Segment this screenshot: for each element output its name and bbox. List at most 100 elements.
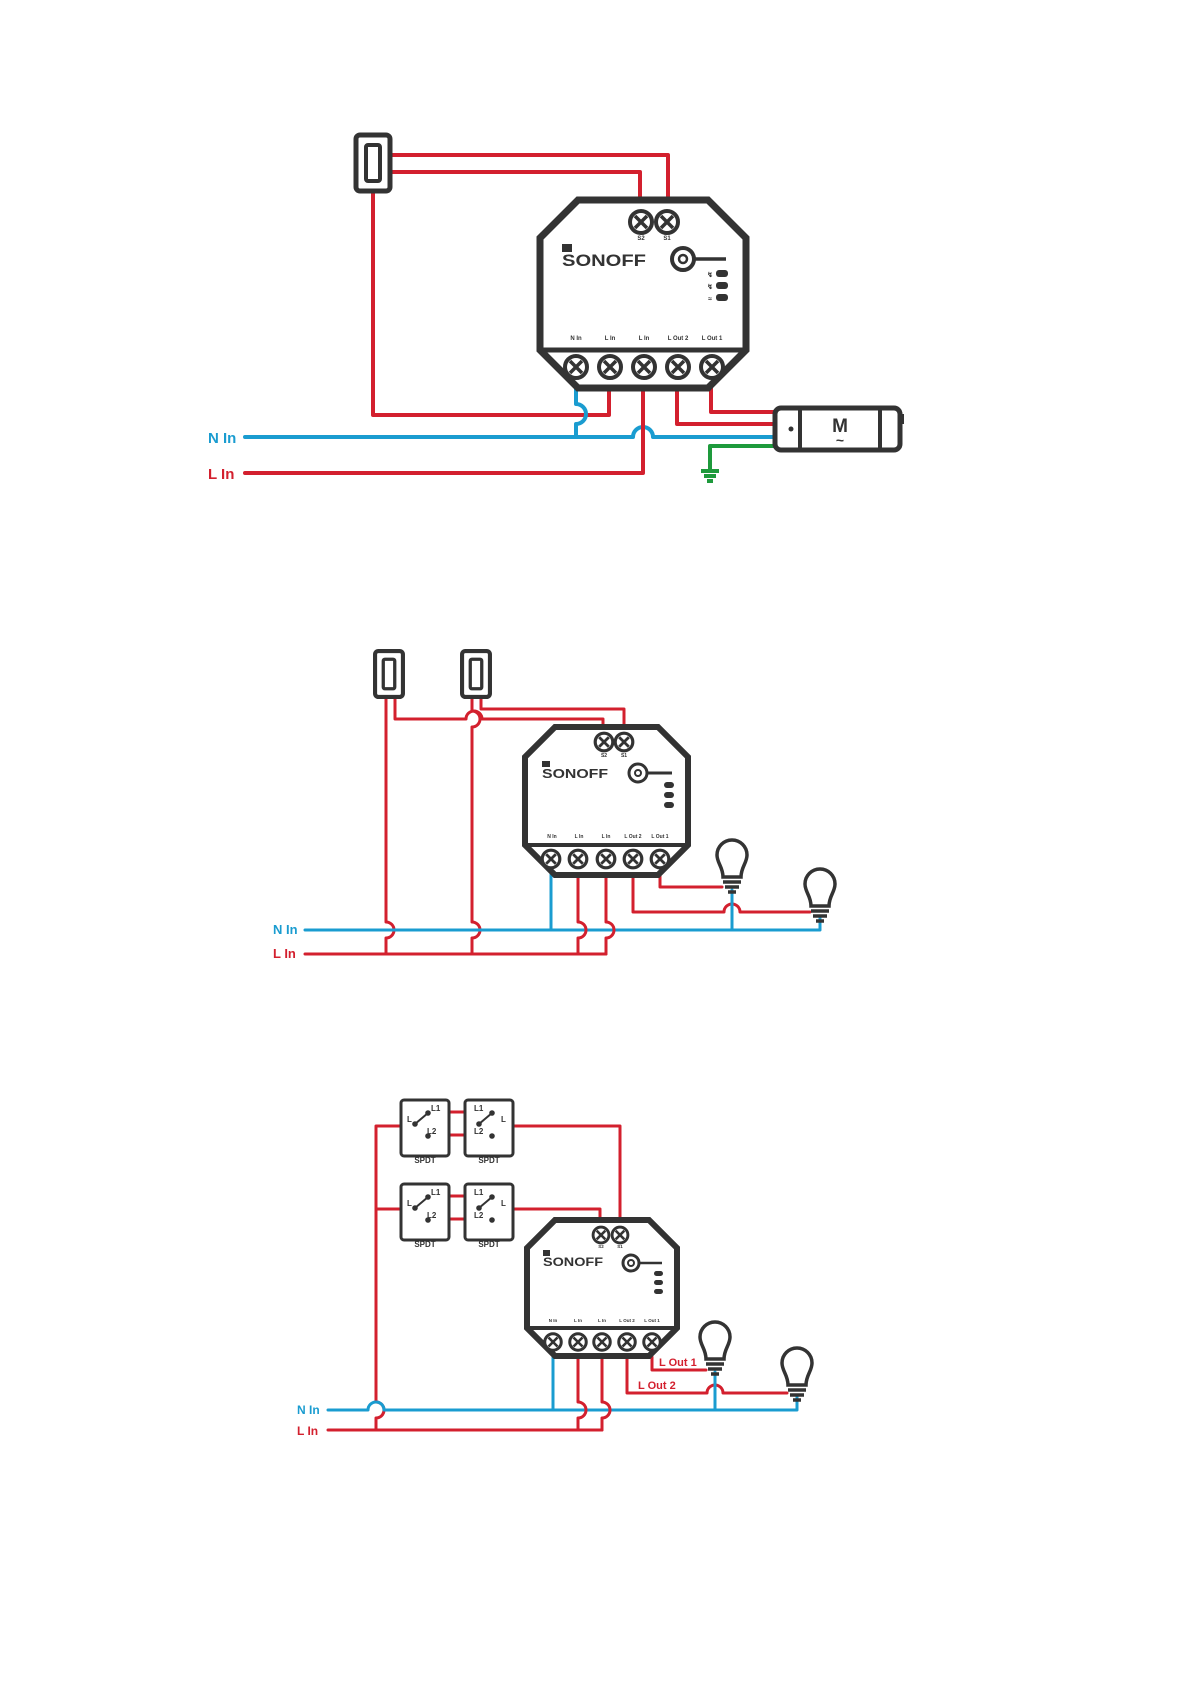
- screw-l-in-b: [597, 850, 615, 868]
- terminal-label-l-in-a: L In: [574, 1318, 582, 1323]
- svg-text:L1: L1: [474, 1104, 484, 1113]
- svg-text:L1: L1: [431, 1188, 441, 1197]
- screw-l-in-b: [594, 1334, 611, 1351]
- spdt-switch-top-left: L1 L2 L SPDT: [401, 1100, 449, 1165]
- terminal-label-s2: S2: [598, 1244, 604, 1249]
- diagram-spdt: L1 L2 L SPDT L1 L2 L SPDT L1 L2 L SPDT L…: [297, 1100, 812, 1438]
- terminal-label-l-out-2: L Out 2: [668, 336, 689, 342]
- screw-l-in-b: [633, 356, 655, 378]
- wire-l-in-b: [606, 872, 614, 954]
- bulb-1-icon: [717, 840, 747, 892]
- screw-n-in: [545, 1334, 562, 1351]
- l-in-label: L In: [297, 1424, 318, 1438]
- screw-l-out-1: [701, 356, 723, 378]
- rocker-switch-2-icon: [462, 651, 490, 697]
- screw-n-in: [565, 356, 587, 378]
- wire-earth: [710, 446, 775, 471]
- screw-n-in: [542, 850, 560, 868]
- screw-s2: [630, 211, 652, 233]
- n-in-label: N In: [208, 430, 236, 447]
- motor: M ~: [775, 408, 904, 450]
- terminal-label-n-in: N In: [549, 1318, 558, 1323]
- terminal-label-n-in: N In: [547, 834, 556, 840]
- screw-l-out-1: [651, 850, 669, 868]
- svg-text:SONOFF: SONOFF: [542, 766, 608, 781]
- n-in-label: N In: [273, 922, 298, 937]
- spdt-label: SPDT: [414, 1156, 435, 1165]
- svg-text:SONOFF: SONOFF: [543, 1255, 603, 1269]
- n-in-label: N In: [297, 1403, 320, 1417]
- svg-text:L2: L2: [474, 1211, 484, 1220]
- terminal-label-l-in-a: L In: [605, 336, 616, 342]
- spdt-switch-bottom-left: L1 L2 L SPDT: [401, 1184, 449, 1249]
- spdt-label: SPDT: [478, 1156, 499, 1165]
- status-leds: [664, 782, 674, 808]
- motor-symbol: ~: [836, 432, 844, 448]
- svg-text:L1: L1: [431, 1104, 441, 1113]
- terminal-label-l-out-1: L Out 1: [644, 1318, 660, 1323]
- bulb-1-icon: [700, 1322, 730, 1374]
- terminal-label-s2: S2: [637, 236, 645, 242]
- screw-s2: [593, 1227, 609, 1243]
- terminal-label-s1: S1: [621, 753, 627, 759]
- terminal-label-s1: S1: [663, 236, 671, 242]
- wire-spdt-top-out: [509, 1126, 620, 1227]
- terminal-label-l-in-b: L In: [598, 1318, 606, 1323]
- sonoff-device: S2 S1 SONOFF N In L In L In L Out 2 L Ou…: [525, 727, 688, 875]
- wire-neutral-bus: [328, 1397, 797, 1410]
- sonoff-device: S2 S1 SONOFF ↯ ↯ ≈ N In L In L In: [540, 200, 746, 388]
- wire-sw2-common: [472, 694, 480, 954]
- svg-text:L2: L2: [474, 1127, 484, 1136]
- wire-n-drop: [576, 385, 586, 437]
- terminal-label-n-in: N In: [570, 336, 582, 342]
- spdt-label: SPDT: [414, 1240, 435, 1249]
- spdt-label: SPDT: [478, 1240, 499, 1249]
- wire-neutral-bus: [305, 918, 820, 930]
- screw-l-in-a: [599, 356, 621, 378]
- svg-text:L1: L1: [474, 1188, 484, 1197]
- sonoff-device: S2 S1 SONOFF N In L In L In L Out 2 L Ou…: [527, 1220, 677, 1356]
- terminal-label-l-out-2: L Out 2: [624, 834, 641, 840]
- screw-l-out-2: [619, 1334, 636, 1351]
- svg-text:L2: L2: [427, 1127, 437, 1136]
- wire-live-bus: [245, 385, 643, 473]
- spdt-switch-top-right: L1 L2 L SPDT: [465, 1100, 513, 1165]
- l-in-label: L In: [208, 466, 234, 483]
- terminal-label-l-out-2: L Out 2: [619, 1318, 635, 1323]
- wire-l-in-a: [578, 1357, 586, 1430]
- earth-icon: [701, 471, 719, 481]
- screw-l-in-a: [570, 1334, 587, 1351]
- status-leds: [654, 1271, 663, 1294]
- diagram-motor: M ~ S2 S1 SONOFF ↯: [208, 135, 904, 483]
- rocker-switch-icon: [356, 135, 390, 191]
- terminal-label-l-out-1: L Out 1: [702, 336, 723, 342]
- wifi-icon: ≈: [708, 296, 712, 303]
- svg-text:L: L: [501, 1115, 506, 1124]
- power-1-icon: ↯: [707, 283, 713, 291]
- screw-l-out-2: [667, 356, 689, 378]
- svg-text:SONOFF: SONOFF: [562, 251, 646, 270]
- screw-l-out-1: [644, 1334, 661, 1351]
- screw-s2: [595, 733, 613, 751]
- wire-l-in-a: [578, 872, 586, 954]
- wire-out1-motor: [711, 385, 775, 412]
- wire-sw1-common: [386, 694, 394, 954]
- diagram-two-lights: S2 S1 SONOFF N In L In L In L Out 2 L Ou…: [273, 651, 835, 961]
- wire-out1-bulb1: [660, 872, 722, 887]
- svg-text:L2: L2: [427, 1211, 437, 1220]
- rocker-switch-1-icon: [375, 651, 403, 697]
- svg-text:L: L: [501, 1199, 506, 1208]
- screw-s1: [615, 733, 633, 751]
- terminal-label-l-out-1: L Out 1: [651, 834, 668, 840]
- svg-text:L: L: [407, 1115, 412, 1124]
- screw-s1: [612, 1227, 628, 1243]
- svg-text:L: L: [407, 1199, 412, 1208]
- screw-l-out-2: [624, 850, 642, 868]
- wire-spdt-top-left: [376, 1126, 401, 1430]
- l-out-1-label: L Out 1: [659, 1357, 697, 1369]
- terminal-label-l-in-b: L In: [639, 336, 650, 342]
- wire-neutral-bus: [245, 427, 775, 437]
- power-2-icon: ↯: [707, 271, 713, 279]
- l-in-label: L In: [273, 946, 296, 961]
- wire-l-in-b: [602, 1357, 610, 1430]
